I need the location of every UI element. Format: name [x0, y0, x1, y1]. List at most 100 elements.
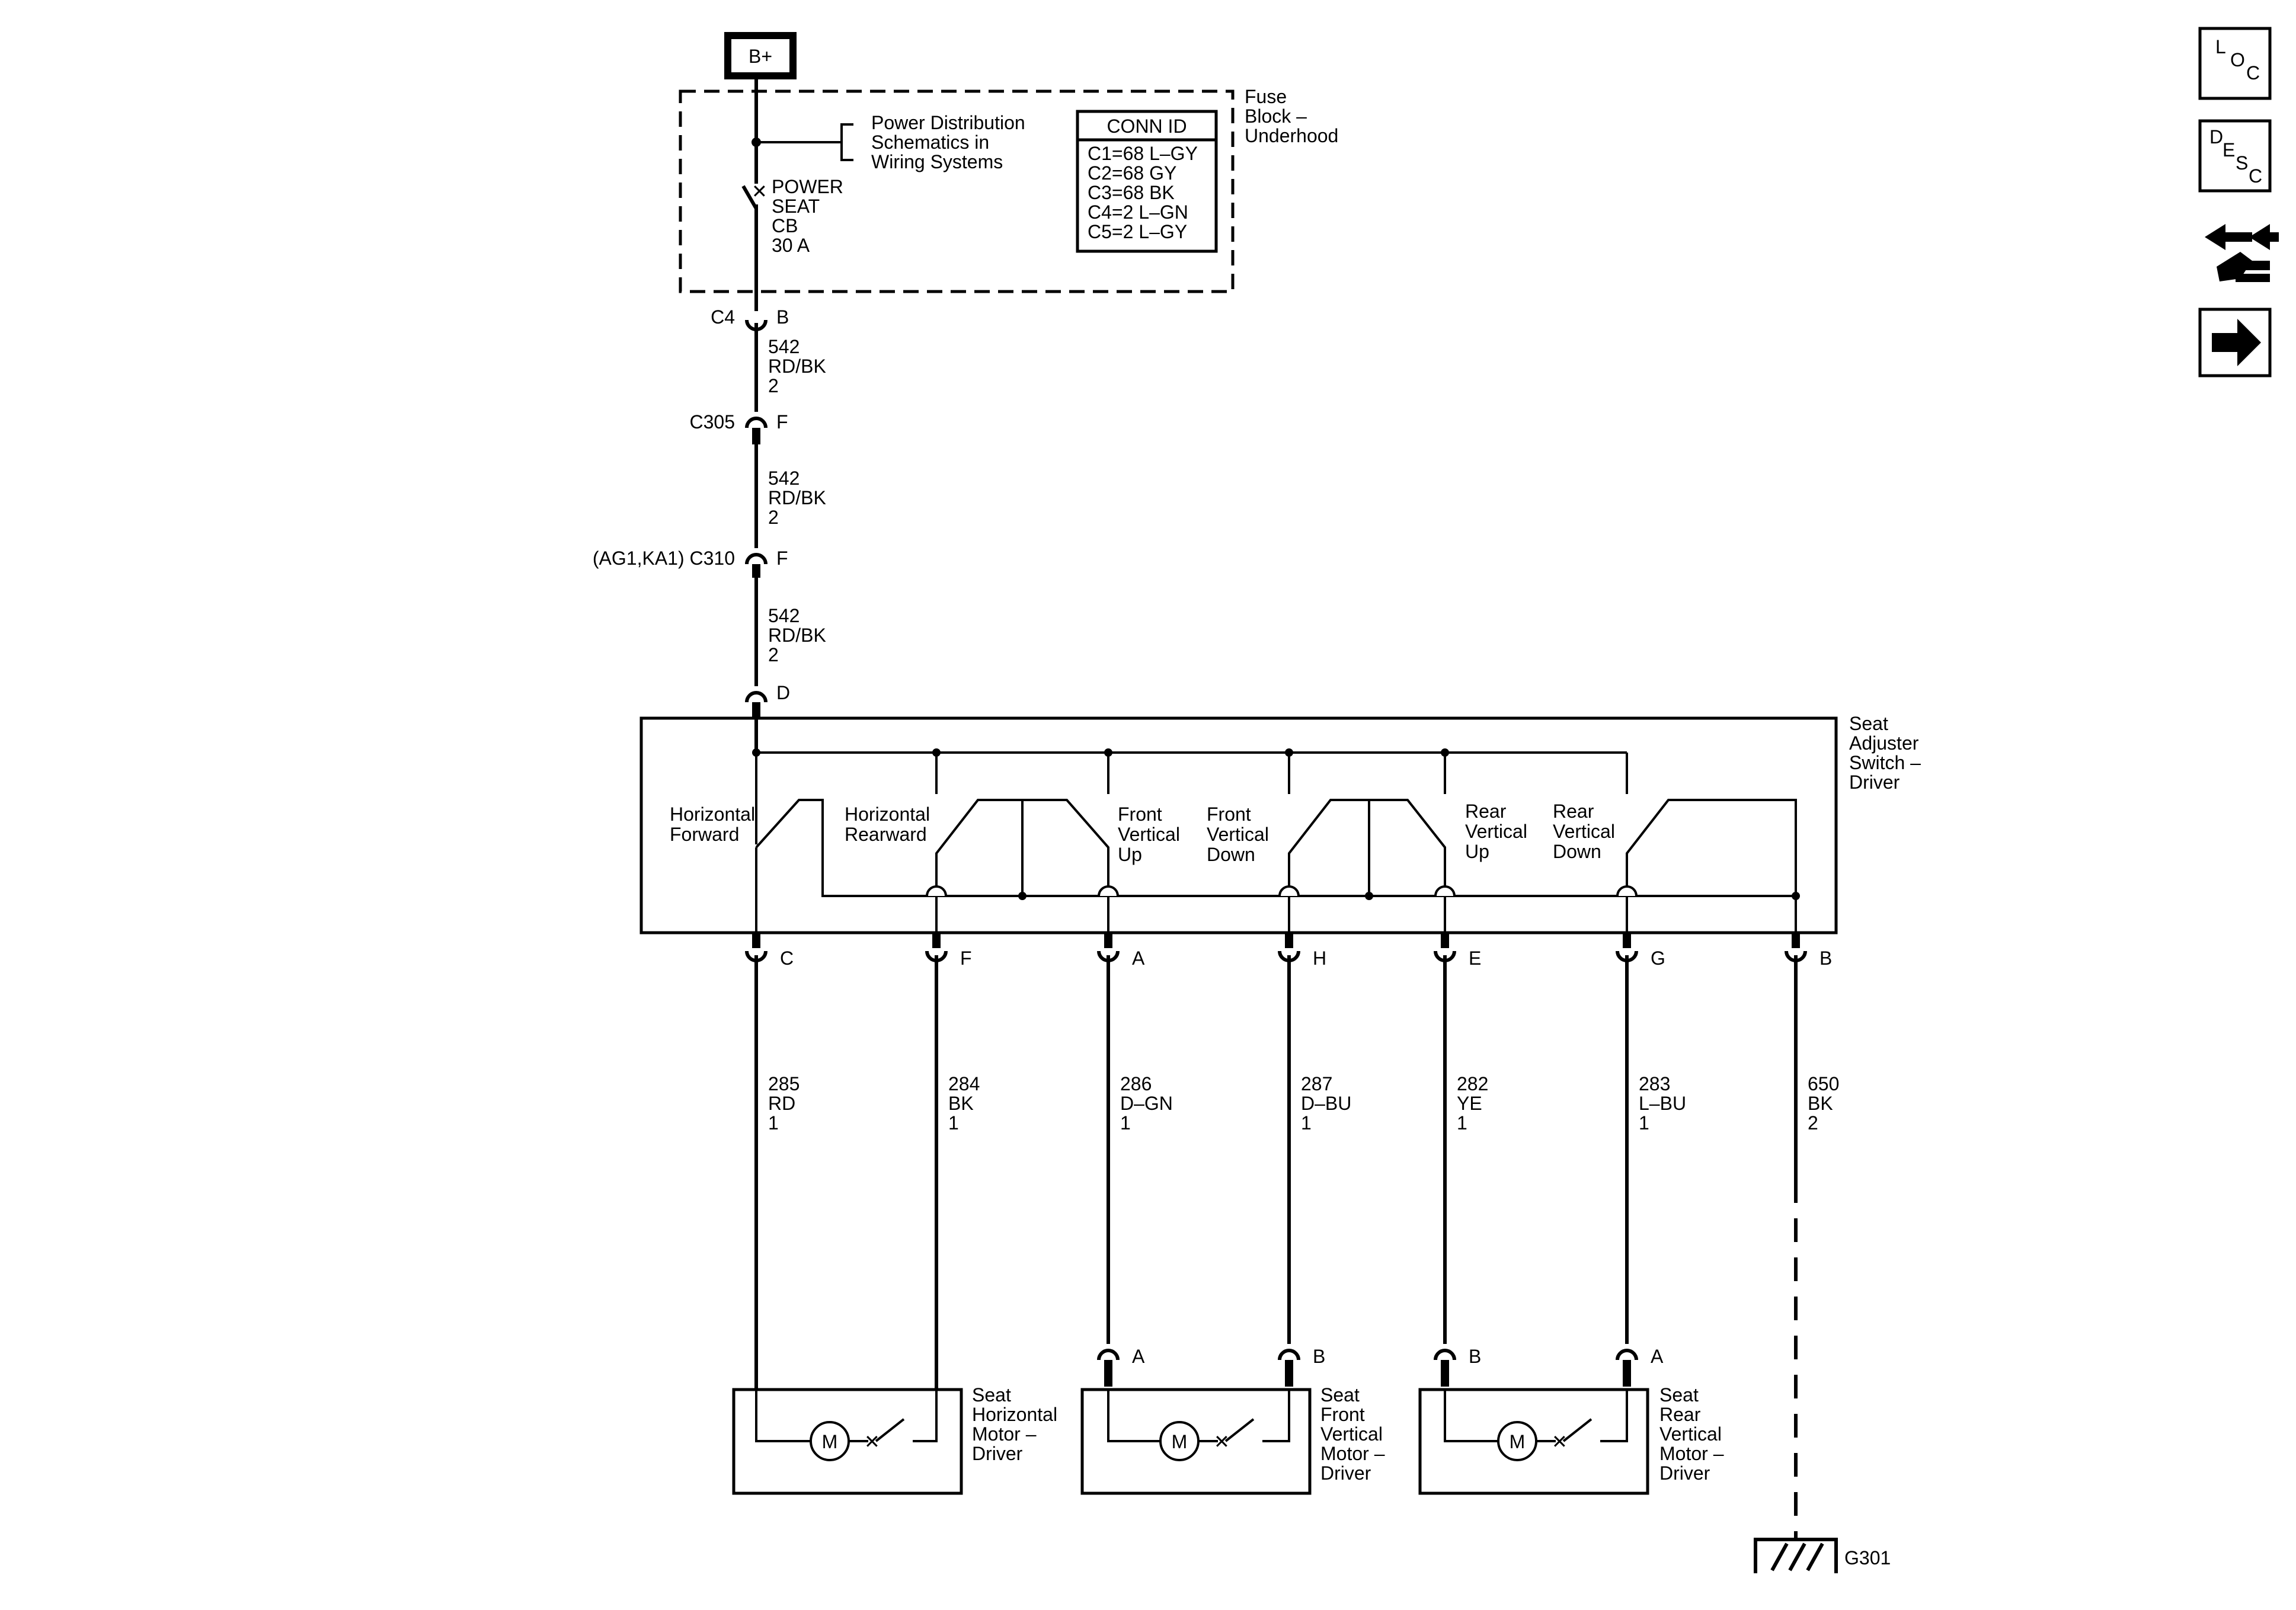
- wire-label-650: 650 BK 2: [1808, 1073, 1839, 1134]
- svg-text:542: 542: [768, 336, 800, 357]
- svg-text:C4: C4: [711, 306, 735, 328]
- svg-text:Motor –: Motor –: [972, 1423, 1037, 1445]
- connector-switch-d: D: [745, 682, 790, 717]
- svg-text:D: D: [776, 682, 790, 703]
- svg-text:Seat: Seat: [1320, 1384, 1360, 1406]
- svg-text:YE: YE: [1457, 1093, 1482, 1114]
- fuse-block-outline: [679, 89, 1235, 293]
- svg-text:Fuse: Fuse: [1245, 86, 1287, 107]
- svg-text:C: C: [2246, 62, 2260, 84]
- svg-text:Schematics in: Schematics in: [871, 132, 989, 153]
- svg-text:287: 287: [1301, 1073, 1332, 1094]
- svg-text:Rear: Rear: [1553, 801, 1594, 822]
- svg-text:Driver: Driver: [1320, 1462, 1371, 1484]
- switch-label-rear-vertical-up: Rear Vertical Up: [1465, 801, 1527, 862]
- svg-text:284: 284: [948, 1073, 980, 1094]
- svg-text:Front: Front: [1118, 804, 1162, 825]
- motor-symbol: M: [822, 1431, 838, 1452]
- connector-end-view-icon[interactable]: [2205, 224, 2279, 282]
- svg-text:✕: ✕: [864, 1431, 880, 1452]
- svg-text:286: 286: [1120, 1073, 1152, 1094]
- svg-text:Wiring Systems: Wiring Systems: [871, 151, 1003, 172]
- wire-label-285: 285 RD 1: [768, 1073, 800, 1134]
- svg-text:Up: Up: [1118, 844, 1142, 865]
- svg-text:B: B: [1313, 1346, 1325, 1367]
- connector-c305: C305 F: [690, 411, 788, 444]
- svg-text:C305: C305: [690, 411, 736, 433]
- svg-text:A: A: [1132, 948, 1145, 969]
- svg-text:Rear: Rear: [1659, 1404, 1701, 1425]
- feed-wire-label-2: 542 RD/BK 2: [768, 468, 826, 528]
- fuse-block-label: Fuse Block – Underhood: [1245, 86, 1338, 146]
- svg-text:285: 285: [768, 1073, 800, 1094]
- svg-text:E: E: [2223, 139, 2235, 161]
- svg-text:RD: RD: [768, 1093, 795, 1114]
- wire-label-284: 284 BK 1: [948, 1073, 980, 1134]
- seat-horizontal-motor: M ✕ Seat Horizontal Motor – Driver: [732, 1384, 1057, 1495]
- svg-text:(AG1,KA1) C310: (AG1,KA1) C310: [593, 548, 735, 569]
- svg-text:283: 283: [1639, 1073, 1670, 1094]
- svg-text:Down: Down: [1553, 841, 1601, 862]
- svg-text:282: 282: [1457, 1073, 1488, 1094]
- svg-text:A: A: [1651, 1346, 1664, 1367]
- svg-text:O: O: [2230, 49, 2245, 71]
- next-page-button[interactable]: [2198, 308, 2272, 377]
- svg-text:Motor –: Motor –: [1659, 1443, 1724, 1464]
- svg-text:RD/BK: RD/BK: [768, 625, 826, 646]
- svg-text:Seat: Seat: [1849, 713, 1888, 734]
- svg-text:Rearward: Rearward: [845, 824, 927, 845]
- svg-text:Vertical: Vertical: [1320, 1423, 1383, 1445]
- svg-text:B: B: [776, 306, 789, 328]
- svg-text:G: G: [1651, 948, 1665, 969]
- svg-text:542: 542: [768, 468, 800, 489]
- description-button[interactable]: D E S C: [2198, 119, 2272, 193]
- svg-text:C: C: [2249, 165, 2262, 187]
- svg-text:650: 650: [1808, 1073, 1839, 1094]
- svg-text:Down: Down: [1207, 844, 1255, 865]
- svg-text:G301: G301: [1844, 1547, 1891, 1569]
- svg-text:B: B: [1469, 1346, 1481, 1367]
- seat-rear-vertical-motor: B A M ✕ Seat Rear Vertical Motor – Drive…: [1418, 1344, 1724, 1495]
- svg-text:C: C: [780, 948, 794, 969]
- ground-g301: G301: [1754, 1538, 1891, 1573]
- svg-text:2: 2: [1808, 1112, 1818, 1134]
- switch-output-pins: C F A H E G B: [745, 933, 1832, 969]
- svg-text:L–BU: L–BU: [1639, 1093, 1686, 1114]
- switch-label-front-vertical-down: Front Vertical Down: [1207, 804, 1269, 865]
- svg-text:C1=68 L–GY: C1=68 L–GY: [1088, 143, 1198, 164]
- connector-c4: C4 B: [711, 299, 789, 356]
- svg-text:1: 1: [1301, 1112, 1312, 1134]
- svg-text:E: E: [1469, 948, 1481, 969]
- svg-text:BK: BK: [948, 1093, 974, 1114]
- wire-label-287: 287 D–BU 1: [1301, 1073, 1351, 1134]
- svg-text:Vertical: Vertical: [1465, 821, 1527, 842]
- svg-text:D–BU: D–BU: [1301, 1093, 1351, 1114]
- power-seat-circuit-breaker: POWER SEAT CB 30 A: [772, 176, 843, 256]
- svg-text:D–GN: D–GN: [1120, 1093, 1173, 1114]
- svg-text:1: 1: [768, 1112, 779, 1134]
- svg-text:Horizontal: Horizontal: [972, 1404, 1057, 1425]
- svg-text:1: 1: [1457, 1112, 1467, 1134]
- feed-wire-label-3: 542 RD/BK 2: [768, 605, 826, 665]
- svg-text:D: D: [2209, 126, 2223, 148]
- power-distribution-reference: Power Distribution Schematics in Wiring …: [871, 112, 1025, 172]
- svg-text:Power Distribution: Power Distribution: [871, 112, 1025, 133]
- location-button[interactable]: L O C: [2198, 27, 2272, 100]
- wire-label-286: 286 D–GN 1: [1120, 1073, 1173, 1134]
- svg-text:Seat: Seat: [1659, 1384, 1699, 1406]
- svg-text:2: 2: [768, 644, 779, 665]
- arrow-right-icon: [2212, 319, 2261, 366]
- svg-text:CONN ID: CONN ID: [1107, 116, 1187, 137]
- svg-text:1: 1: [948, 1112, 959, 1134]
- svg-text:Up: Up: [1465, 841, 1489, 862]
- svg-text:Driver: Driver: [972, 1443, 1023, 1464]
- svg-text:F: F: [960, 948, 972, 969]
- svg-text:2: 2: [768, 375, 779, 396]
- svg-text:1: 1: [1120, 1112, 1131, 1134]
- motor-symbol: M: [1172, 1431, 1188, 1452]
- svg-text:A: A: [1132, 1346, 1145, 1367]
- svg-text:Horizontal: Horizontal: [845, 804, 930, 825]
- wire-label-282: 282 YE 1: [1457, 1073, 1488, 1134]
- svg-text:C3=68 BK: C3=68 BK: [1088, 182, 1175, 203]
- svg-text:Vertical: Vertical: [1207, 824, 1269, 845]
